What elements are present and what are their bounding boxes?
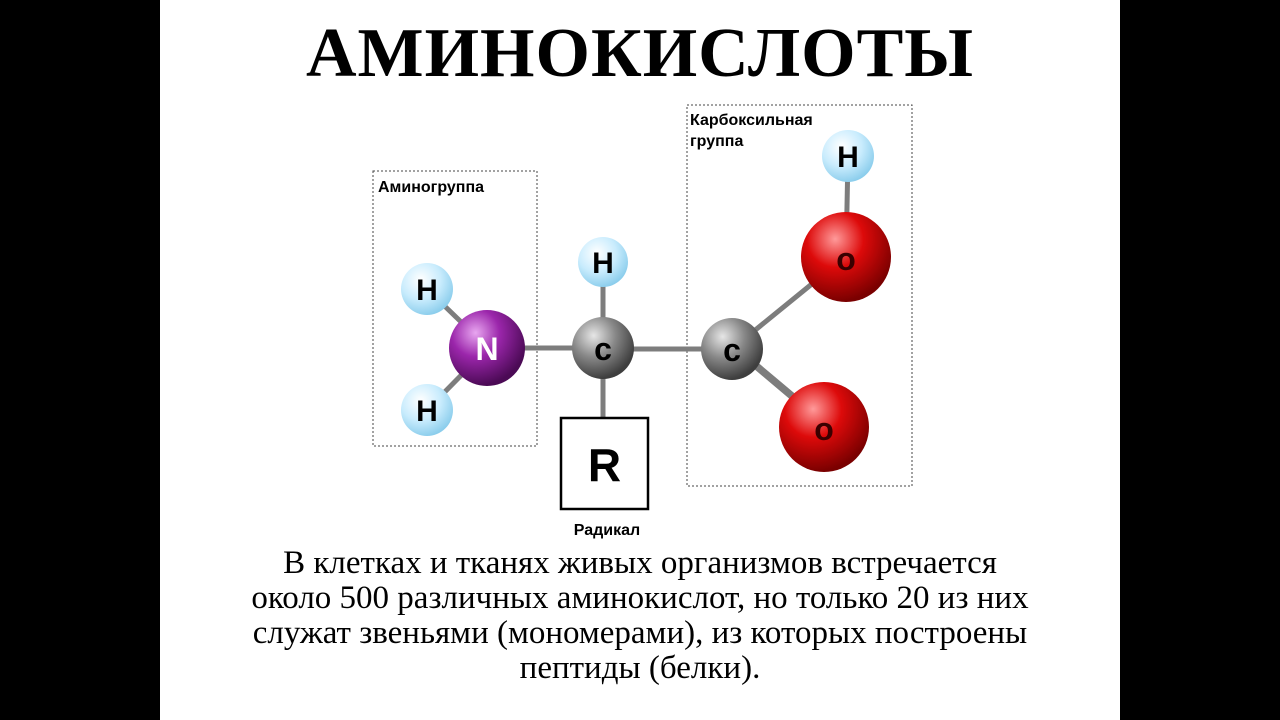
carboxyl-group-label-line1: Карбоксильная — [690, 112, 813, 129]
svg-text:o: o — [836, 241, 856, 277]
hydrogen-atom-top-left: H — [401, 263, 453, 315]
svg-text:N: N — [475, 331, 498, 367]
svg-text:H: H — [416, 395, 438, 428]
oxygen-atom-carbonyl: o — [779, 382, 869, 472]
aminogroup-label: Аминогруппа — [378, 179, 484, 196]
svg-text:c: c — [594, 331, 612, 367]
hydrogen-atom-carboxyl: H — [822, 130, 874, 182]
svg-text:H: H — [592, 247, 614, 280]
caption-text: В клетках и тканях живых организмов встр… — [200, 546, 1080, 686]
svg-text:c: c — [723, 332, 741, 368]
slide-title: АМИНОКИСЛОТЫ — [305, 15, 974, 92]
carboxyl-group-label-line2: группа — [690, 133, 743, 150]
radical-label: Радикал — [574, 522, 640, 539]
carboxyl-group-box — [686, 104, 913, 487]
svg-text:R: R — [588, 439, 621, 491]
caption-line: около 500 различных аминокислот, но толь… — [251, 580, 1029, 616]
nitrogen-atom: N — [449, 310, 525, 386]
carbon-atom-alpha: c — [572, 317, 634, 379]
svg-text:o: o — [814, 411, 834, 447]
hydrogen-atom-alpha: H — [578, 237, 628, 287]
caption-line: пептиды (белки). — [519, 650, 761, 686]
caption-line: В клетках и тканях живых организмов встр… — [283, 545, 997, 581]
aminogroup-box — [372, 170, 538, 447]
svg-text:H: H — [416, 274, 438, 307]
amino-acid-diagram: H H N H c c H o — [372, 104, 913, 539]
carbon-atom-carboxyl: c — [701, 318, 763, 380]
radical-box: R — [559, 416, 650, 511]
svg-text:H: H — [837, 141, 859, 174]
oxygen-atom-hydroxyl: o — [801, 212, 891, 302]
hydrogen-atom-bottom-left: H — [401, 384, 453, 436]
slide: АМИНОКИСЛОТЫ — [160, 0, 1120, 720]
caption-line: служат звеньями (мономерами), из которых… — [252, 615, 1028, 651]
